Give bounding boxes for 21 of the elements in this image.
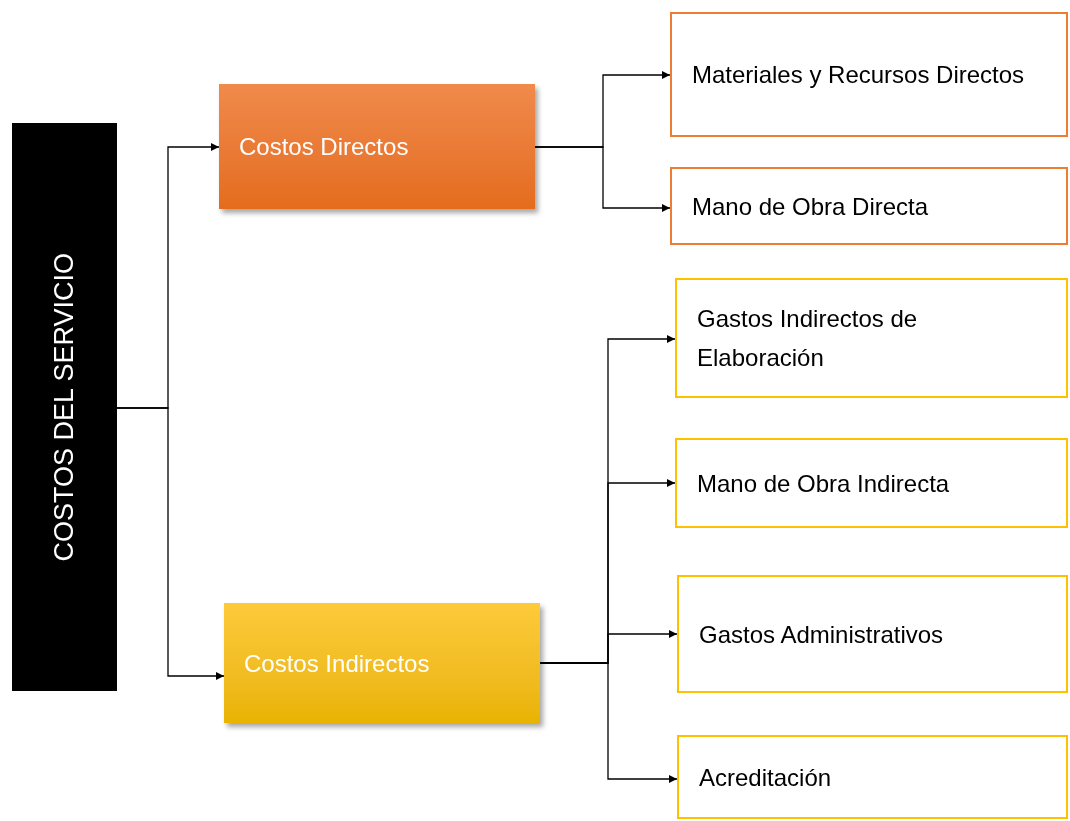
connector-arrow [539,662,678,783]
category-box [677,735,1068,819]
category-box [675,278,1068,398]
box-label: Mano de Obra Directa [692,191,929,222]
connector-arrow [116,407,225,680]
connector-arrow [534,146,671,212]
box-label: Costos Directos [239,132,409,162]
box-label: Materiales y Recursos Directos [692,60,1025,90]
category-box [670,167,1068,245]
box-label: Costos Indirectos [244,648,430,679]
box-label: Gastos Administrativos [699,619,944,650]
root-label: COSTOS DEL SERVICIO [48,252,81,562]
group-box [224,603,540,723]
box-label: Mano de Obra Indirecta [697,468,950,499]
root-box [12,123,117,691]
category-box [677,575,1068,693]
category-box [675,438,1068,528]
box-label: Gastos Indirectos de Elaboración [697,304,919,373]
category-box [670,12,1068,137]
box-label: Acreditación [699,762,832,793]
group-box [219,84,535,209]
